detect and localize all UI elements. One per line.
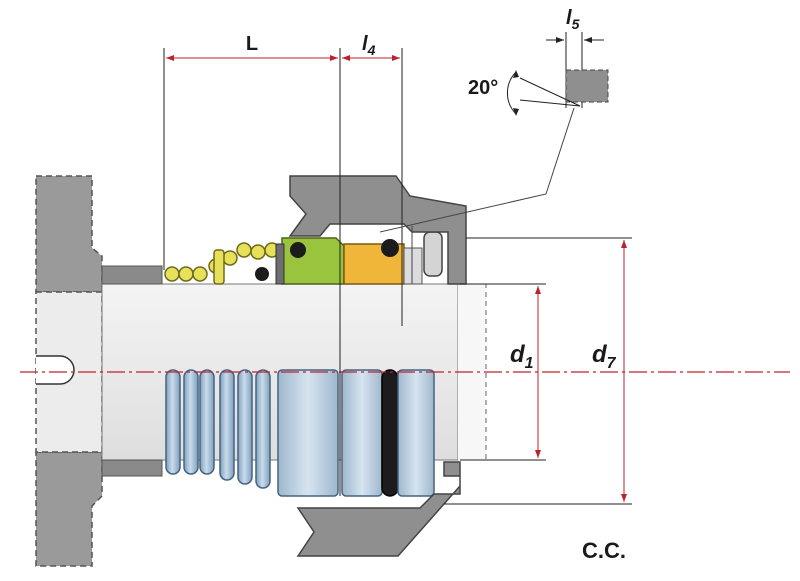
gland-housing-top [288, 175, 467, 285]
spring-section-bottom [165, 369, 435, 497]
dim-d7-label: d7 [592, 341, 617, 372]
dim-l4 [342, 48, 403, 326]
angle-label: 20° [468, 77, 498, 99]
dim-l4-label: l4 [362, 33, 376, 58]
dim-l5-label: l5 [566, 7, 580, 32]
left-flange [35, 175, 103, 567]
dim-L [163, 48, 341, 496]
dim-L-label: L [246, 33, 258, 55]
detail-leader [379, 107, 575, 233]
stationary-seat [343, 231, 443, 285]
caption-cc: C.C. [582, 538, 626, 563]
dim-d1 [460, 283, 546, 461]
detail-block [506, 69, 609, 116]
dim-d7 [444, 237, 632, 505]
spring-section-top [164, 242, 280, 285]
dim-d1-label: d1 [510, 341, 534, 372]
gland-housing-bottom [296, 461, 461, 557]
